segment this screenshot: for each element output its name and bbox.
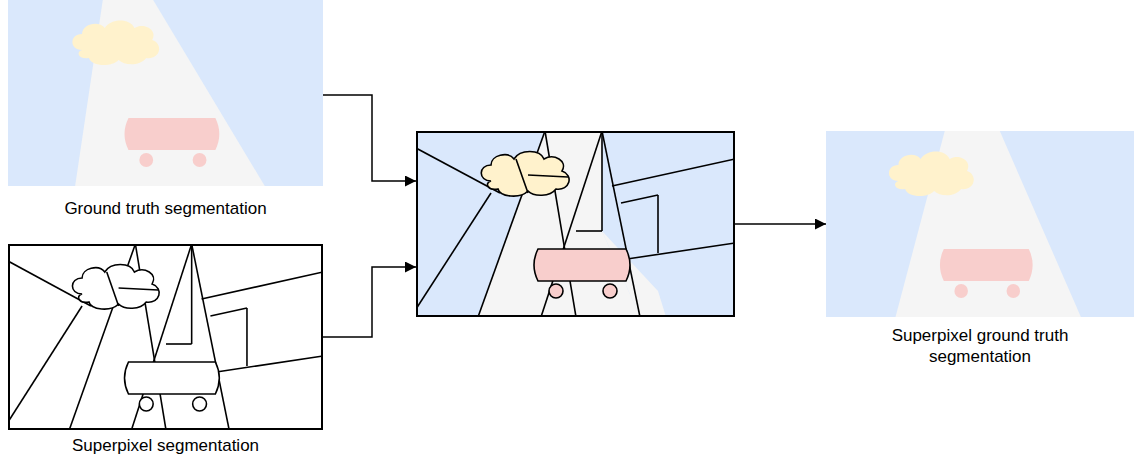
wheel-region	[954, 284, 968, 298]
boundary-line	[107, 272, 119, 306]
car-region	[125, 118, 220, 150]
image-panel: Ground truth segmentation	[8, 0, 323, 186]
cloud-region	[481, 152, 569, 197]
sky-region	[826, 131, 1134, 317]
car-region	[534, 249, 630, 281]
boundary-line	[166, 343, 192, 345]
sky-region	[416, 131, 735, 317]
wheel-region	[139, 153, 153, 167]
boundary-line	[528, 175, 568, 177]
boundary-line	[202, 272, 323, 299]
wheel-outline	[139, 397, 153, 411]
wheel-region	[603, 284, 617, 298]
boundary-line	[192, 244, 230, 430]
wheel-region	[1007, 284, 1021, 298]
wheel-region	[193, 153, 207, 167]
cloud-outline	[72, 265, 159, 310]
boundary-line	[601, 131, 603, 231]
boundary-line	[191, 244, 193, 344]
panel-caption: Ground truth segmentation	[6, 198, 326, 219]
boundary-line	[246, 308, 248, 366]
boundary-line	[612, 159, 735, 186]
boundary-line	[416, 193, 491, 309]
wheel-outline	[193, 397, 207, 411]
sky-region	[8, 0, 323, 186]
wheel-region	[549, 284, 563, 298]
boundary-line	[657, 195, 659, 253]
boundary-line	[516, 159, 528, 193]
boundary-line	[8, 306, 82, 422]
panel-caption: Superpixel segmentation	[6, 435, 326, 456]
superpixel-ground-truth-image	[826, 131, 1134, 317]
cloud-region	[889, 152, 974, 197]
panel-caption: Superpixel ground truth segmentation	[868, 325, 1093, 367]
image-background	[8, 244, 323, 430]
boundary-line	[210, 308, 247, 316]
ground-truth-image	[8, 0, 323, 186]
superpixel-boundaries	[8, 244, 323, 430]
connector-arrow	[323, 267, 416, 337]
superpixel-boundaries	[416, 131, 735, 317]
car-outline	[125, 362, 220, 394]
superpixel-image	[8, 244, 323, 430]
connector-arrow	[735, 223, 826, 225]
road-region	[478, 131, 640, 317]
car-region	[940, 249, 1033, 281]
overlay-image	[416, 131, 735, 317]
boundary-line	[216, 356, 323, 372]
boundary-line	[627, 243, 735, 259]
boundary-line	[119, 288, 158, 290]
image-panel: Superpixel ground truth segmentation	[826, 131, 1134, 317]
cloud-region	[72, 21, 159, 66]
boundary-line	[621, 195, 658, 203]
image-panel	[416, 131, 735, 317]
boundary-line	[602, 131, 640, 317]
boundary-line	[576, 230, 602, 232]
image-panel: Superpixel segmentation	[8, 244, 323, 430]
connector-arrow	[323, 95, 416, 181]
